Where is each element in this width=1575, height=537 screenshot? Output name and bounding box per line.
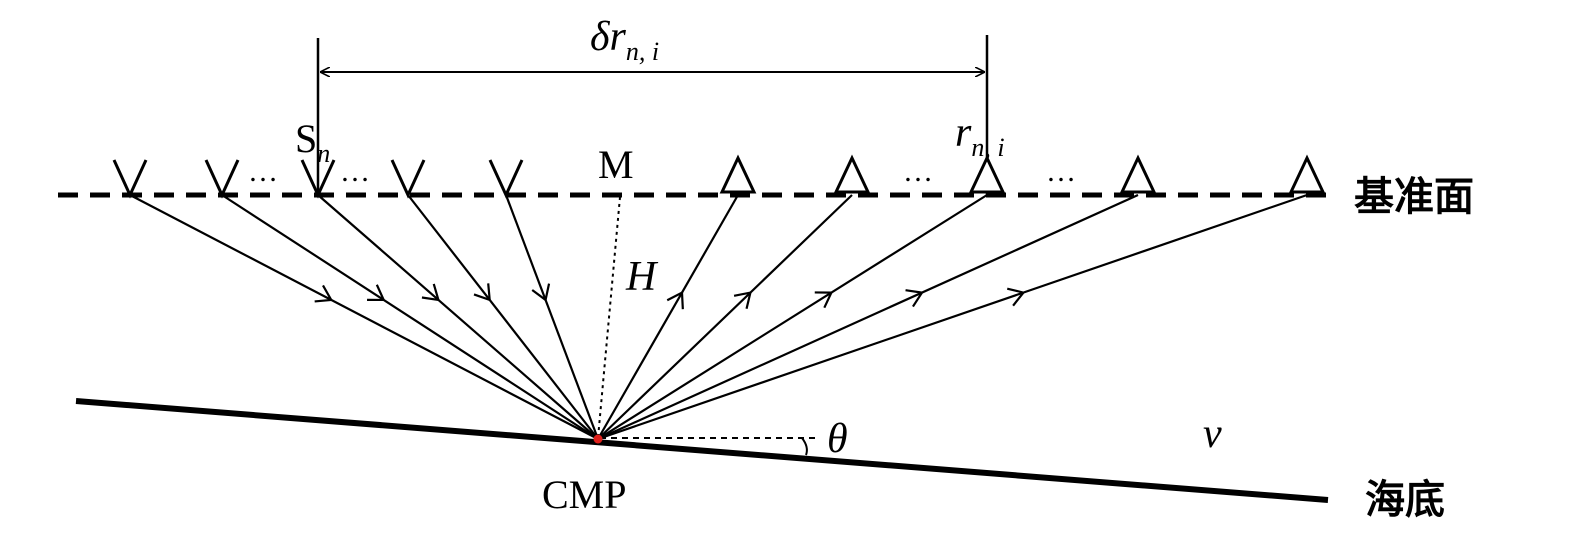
receiver-symbols xyxy=(719,154,1326,194)
receiver-label: rn, i xyxy=(955,110,1005,162)
receiver-label-subscript: n, i xyxy=(971,133,1004,162)
ellipsis-2: … xyxy=(340,155,370,188)
ellipsis-1: … xyxy=(248,155,278,188)
upgoing-ray xyxy=(597,194,988,440)
ray-direction-arrow xyxy=(314,284,334,303)
downgoing-ray xyxy=(129,194,599,440)
angle-arc xyxy=(801,437,808,456)
downgoing-ray xyxy=(407,194,599,440)
receiver-triangle-icon xyxy=(719,154,757,194)
ray-direction-arrow xyxy=(666,290,684,310)
cmp-label: CMP xyxy=(542,472,627,517)
receiver-label-main: r xyxy=(955,110,972,156)
source-symbols xyxy=(112,159,524,199)
ray-direction-arrow xyxy=(421,283,440,302)
downgoing-ray xyxy=(221,194,599,440)
angle-label: θ xyxy=(827,416,848,462)
source-v-icon xyxy=(390,159,426,199)
downgoing-ray xyxy=(317,194,599,440)
receiver-triangle-icon xyxy=(1288,154,1326,194)
source-v-icon xyxy=(488,159,524,199)
ray-direction-arrow xyxy=(531,283,551,302)
seafloor-line xyxy=(75,398,1329,503)
source-label-main: S xyxy=(295,116,317,161)
ray-direction-arrow xyxy=(733,291,752,310)
offset-label-delta: δ xyxy=(590,14,611,60)
depth-line xyxy=(597,196,621,439)
ellipsis-4: … xyxy=(1046,155,1076,188)
ray-direction-arrow xyxy=(367,284,386,302)
offset-label: δrn, i xyxy=(590,14,659,66)
upgoing-ray xyxy=(597,193,1139,441)
upgoing-ray xyxy=(597,193,1308,441)
upgoing-ray xyxy=(597,194,853,440)
offset-label-r: r xyxy=(610,14,627,60)
source-v-icon xyxy=(204,159,240,199)
source-label-subscript: n xyxy=(317,139,330,168)
ray-direction-arrow xyxy=(473,283,491,302)
seafloor-label: 海底 xyxy=(1365,477,1445,523)
downgoing-ray xyxy=(504,194,600,440)
ray-direction-arrow xyxy=(1006,287,1026,307)
depth-label: H xyxy=(625,254,659,300)
receiver-triangle-icon xyxy=(968,154,1006,194)
midpoint-label: M xyxy=(598,142,634,187)
receiver-triangle-icon xyxy=(1119,154,1157,194)
offset-label-subscript: n, i xyxy=(626,37,659,66)
ray-paths xyxy=(129,193,1308,441)
ray-direction-arrow xyxy=(905,289,924,308)
source-v-icon xyxy=(300,159,336,199)
datum-label: 基准面 xyxy=(1354,174,1474,220)
source-v-icon xyxy=(112,159,148,199)
source-label: Sn xyxy=(295,116,330,168)
upgoing-ray xyxy=(597,194,739,440)
velocity-label: v xyxy=(1203,411,1222,457)
ellipsis-3: … xyxy=(903,155,933,188)
ray-direction-arrow xyxy=(814,291,834,309)
receiver-triangle-icon xyxy=(833,154,871,194)
cmp-point xyxy=(593,434,603,444)
